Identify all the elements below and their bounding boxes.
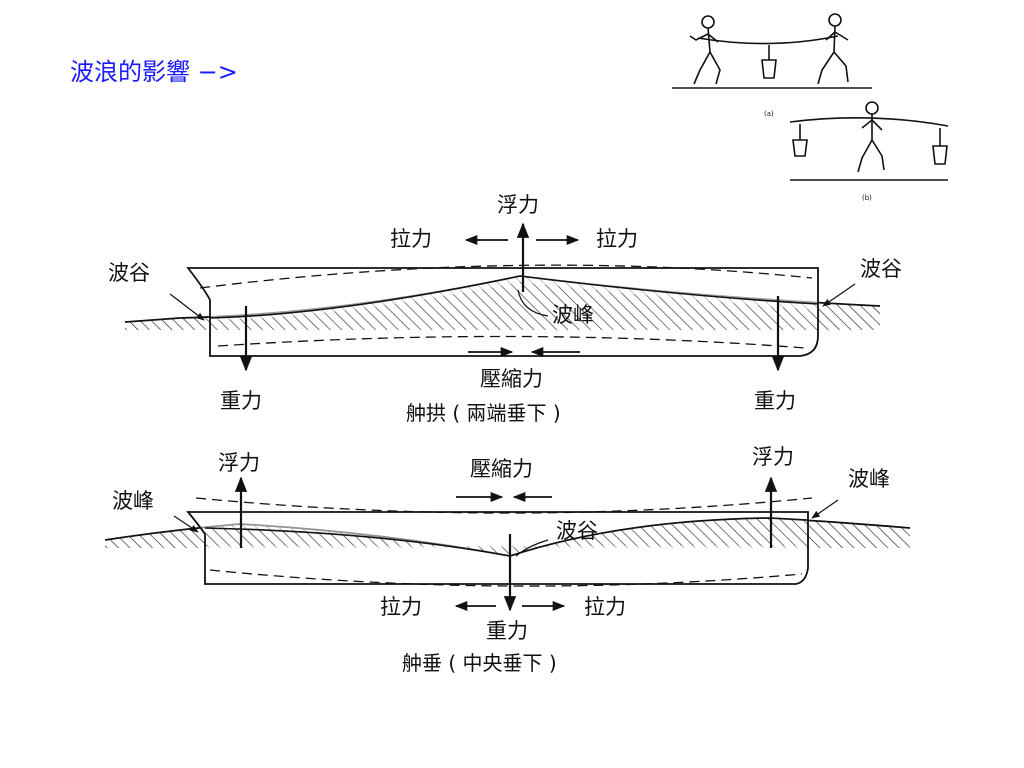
- hogging-caption: 舯拱 ( 兩端垂下 ): [406, 401, 561, 425]
- sagging-caption: 舯垂 ( 中央垂下 ): [402, 651, 557, 675]
- hogging-crest-label: 波峰: [552, 303, 594, 327]
- sagging-compression-label: 壓縮力: [470, 457, 533, 481]
- inset-label-a: (a): [764, 110, 774, 118]
- slide-title: 波浪的影響 −>: [70, 58, 238, 86]
- hogging-buoyancy-label: 浮力: [497, 193, 539, 217]
- sagging-trough-label: 波谷: [556, 519, 598, 543]
- bucket-icon-b-left: [792, 124, 808, 157]
- bucket-icon-a: [761, 45, 777, 79]
- sagging-crest-left-pointer: [173, 515, 199, 533]
- hogging-deformed-bottom: [217, 335, 806, 349]
- sagging-crest-left-label: 波峰: [112, 489, 154, 513]
- hogging-diagram: 浮力 拉力 拉力 波谷 波谷 波峰 壓縮力 重力 重力 舯拱 ( 兩端垂下 ): [108, 193, 902, 425]
- hogging-trough-right-label: 波谷: [860, 257, 902, 281]
- inset-one-carrier: [789, 101, 949, 181]
- sagging-deformed-top: [195, 497, 813, 514]
- bucket-icon-b-right: [932, 128, 948, 165]
- hogging-trough-left-label: 波谷: [108, 261, 150, 285]
- sagging-crest-right-pointer: [811, 499, 839, 519]
- sagging-tension-right-label: 拉力: [584, 595, 626, 619]
- sagging-buoyancy-right-label: 浮力: [752, 445, 794, 469]
- hogging-trough-left-pointer: [169, 293, 205, 321]
- hogging-deformed-hull: [199, 264, 813, 289]
- sagging-buoyancy-left-label: 浮力: [218, 451, 260, 475]
- sagging-tension-left-label: 拉力: [380, 595, 422, 619]
- carrier-figure-right-icon: [817, 13, 849, 85]
- carrying-pole-a: [697, 35, 839, 45]
- sagging-gravity-label: 重力: [486, 619, 528, 643]
- hogging-crest-pointer: [517, 289, 549, 317]
- sagging-diagram: 浮力 浮力 壓縮力 波峰 波峰 波谷 拉力 拉力 重力 舯垂 ( 中央垂下 ): [104, 445, 911, 675]
- hogging-tension-right-label: 拉力: [596, 227, 638, 251]
- carrier-figure-center-icon: [857, 101, 885, 173]
- sagging-deformed-bottom: [209, 569, 803, 587]
- inset-label-b: (b): [862, 194, 872, 202]
- hogging-tension-left-label: 拉力: [390, 227, 432, 251]
- carrying-pole-b: [789, 117, 949, 127]
- sagging-crest-right-label: 波峰: [848, 467, 890, 491]
- hogging-gravity-left-label: 重力: [220, 389, 262, 413]
- inset-two-carriers: [672, 13, 872, 89]
- hogging-compression-label: 壓縮力: [480, 367, 543, 391]
- hogging-trough-right-pointer: [822, 283, 856, 307]
- carrier-figure-left-icon: [689, 15, 721, 85]
- hogging-gravity-right-label: 重力: [754, 389, 796, 413]
- sagging-trough-pointer: [515, 539, 549, 557]
